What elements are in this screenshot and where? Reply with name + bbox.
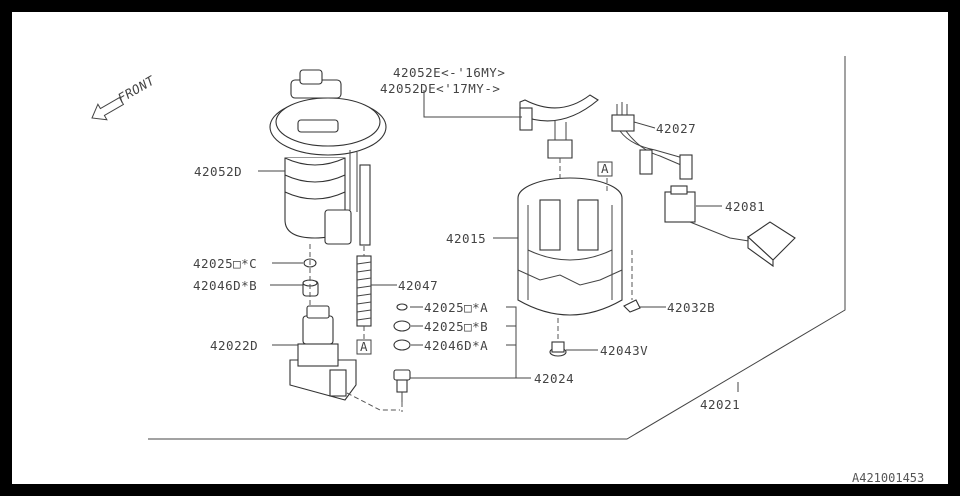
label-42025A: 42025□*A [424, 300, 488, 315]
svg-text:A: A [601, 161, 609, 176]
diagram-canvas [12, 12, 948, 484]
label-42046DB: 42046D*B [193, 278, 257, 293]
label-42047: 42047 [398, 278, 438, 293]
label-42043V: 42043V [600, 343, 648, 358]
pump-top-unit-42052D [269, 69, 387, 246]
label-42021: 42021 [700, 397, 740, 412]
marker-box-a-left: A [356, 339, 372, 355]
label-42052E: 42052E<-'16MY> [393, 65, 505, 80]
label-42046DA: 42046D*A [424, 338, 488, 353]
leader-lines [258, 90, 739, 392]
canister-42015 [517, 177, 623, 316]
label-42025B: 42025□*B [424, 319, 488, 334]
assembly-outline [148, 56, 846, 440]
label-42081: 42081 [725, 199, 765, 214]
regulator-42024 [393, 369, 411, 402]
sender-unit-42081 [664, 185, 796, 268]
label-42015: 42015 [446, 231, 486, 246]
pump-42022D [289, 305, 357, 401]
clip-42032B [623, 299, 641, 313]
ring-42025A [396, 303, 408, 311]
label-42022D: 42022D [210, 338, 258, 353]
spring-42047 [356, 255, 372, 327]
grommet-42043V [549, 341, 567, 357]
seal-42046DA [393, 339, 411, 351]
label-42025C: 42025□*C [193, 256, 257, 271]
ring-42025B [393, 320, 411, 332]
label-42032B: 42032B [667, 300, 715, 315]
label-42052D: 42052D [194, 164, 242, 179]
front-label: FRONT [115, 72, 158, 106]
label-42052DE: 42052DE<'17MY-> [380, 81, 500, 96]
catalog-reference: A421001453 [852, 471, 924, 485]
marker-box-a-right: A [597, 161, 613, 177]
harness-42027 [611, 102, 693, 180]
bracket-42052E [519, 94, 599, 159]
svg-text:A: A [360, 339, 368, 354]
front-arrow-icon [91, 96, 125, 121]
label-42024: 42024 [534, 371, 574, 386]
label-42027: 42027 [656, 121, 696, 136]
